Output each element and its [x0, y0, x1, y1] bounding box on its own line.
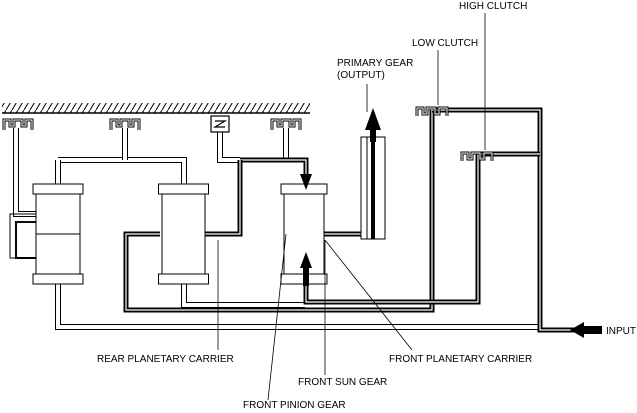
- brake-2-inner: [110, 119, 140, 130]
- label-input: INPUT: [606, 326, 636, 337]
- down-arrow-icon: [300, 174, 312, 190]
- brake-one-way-symbol: [212, 120, 228, 128]
- transmission-case: [2, 103, 310, 114]
- flow-high-down: [303, 154, 481, 305]
- unit-left-bottom-flange: [32, 273, 84, 285]
- flow-low-clutch-loop-core: [125, 110, 433, 311]
- flow-rear-link: [205, 160, 243, 237]
- flow-high-down-core: [305, 154, 479, 303]
- flow-top-core: [240, 159, 307, 178]
- shaft-brake3-core: [218, 128, 240, 162]
- shaft-left-loop: [14, 220, 36, 260]
- unit-rear-carrier-body: [161, 193, 206, 275]
- label-low-clutch: LOW CLUTCH: [412, 38, 478, 49]
- brake-2: [109, 118, 141, 130]
- flow-input-core: [432, 109, 578, 331]
- brake-4: [270, 118, 302, 130]
- leader-lines: [217, 13, 486, 401]
- shaft-input-thin-core: [56, 280, 540, 329]
- planetary-units: [32, 183, 328, 285]
- shaft-rear-bottom-core: [182, 280, 305, 307]
- labels: HIGH CLUTCH LOW CLUTCH PRIMARY GEAR (OUT…: [97, 1, 636, 411]
- unit-rear-carrier: [158, 183, 209, 285]
- power-flow-path: [123, 107, 578, 333]
- label-front-pinion-gear: FRONT PINION GEAR: [243, 400, 346, 411]
- brake-1: [2, 118, 34, 130]
- leader-front-planetary-carrier: [324, 239, 413, 351]
- output-arrow-icon: [365, 108, 381, 130]
- primary-gear: [360, 136, 386, 240]
- label-front-planetary-carrier: FRONT PLANETARY CARRIER: [389, 354, 532, 365]
- low-clutch: [415, 106, 449, 116]
- unit-front-carrier-top-flange: [280, 183, 328, 195]
- input-arrow-icon: [570, 322, 584, 338]
- unit-left-top-flange: [32, 183, 84, 195]
- shaft-brake3: [217, 128, 240, 163]
- flow-top: [240, 157, 309, 178]
- flow-arrows: [300, 108, 602, 338]
- shaft-left-loop-core: [15, 221, 36, 259]
- shaft-left-brake: [13, 128, 36, 217]
- shaft-rear-top: [58, 157, 187, 186]
- brake-one-way: [210, 115, 230, 133]
- clutches: [415, 106, 494, 161]
- label-primary-gear: PRIMARY GEAR: [337, 58, 413, 69]
- brakes: [2, 115, 302, 133]
- thin-shafts: [9, 128, 540, 330]
- low-clutch-inner: [416, 107, 448, 116]
- label-high-clutch: HIGH CLUTCH: [459, 1, 527, 12]
- high-clutch: [460, 151, 494, 161]
- shaft-rear-top-core: [58, 158, 186, 186]
- high-clutch-inner: [461, 152, 493, 161]
- unit-rear-carrier-top-flange: [158, 183, 209, 195]
- left-loop-frame: [9, 213, 37, 259]
- label-front-sun-gear: FRONT SUN GEAR: [298, 377, 387, 388]
- brake-4-inner: [271, 119, 301, 130]
- leader-front-pinion-gear: [267, 233, 287, 401]
- label-primary-gear-output: (OUTPUT): [337, 70, 385, 81]
- up-arrow-icon: [300, 252, 312, 268]
- flow-rear-link-core: [205, 160, 241, 235]
- brake-1-inner: [3, 119, 33, 130]
- label-rear-planetary-carrier: REAR PLANETARY CARRIER: [97, 354, 234, 365]
- flow-input: [432, 107, 578, 333]
- unit-rear-carrier-bottom-flange: [158, 273, 209, 285]
- unit-left: [32, 183, 84, 285]
